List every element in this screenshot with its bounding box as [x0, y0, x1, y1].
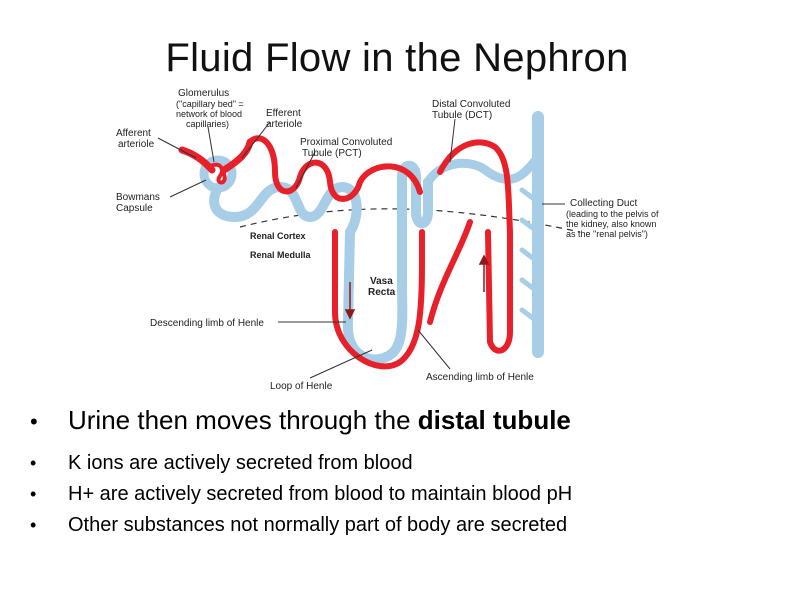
- label-glomerulus: Glomerulus: [178, 88, 229, 99]
- label-descending: Descending limb of Henle: [150, 318, 264, 329]
- label-bowmans-2: Capsule: [116, 203, 153, 214]
- flow-arrows: [344, 254, 490, 320]
- bullet-dot: •: [30, 484, 37, 504]
- main-bullet-text: Urine then moves through the distal tubu…: [68, 405, 571, 436]
- efferent-arteriole-path: [220, 138, 254, 174]
- main-bullet-bold: distal tubule: [417, 405, 571, 435]
- diagram-labels: Glomerulus ("capillary bed" = network of…: [116, 88, 659, 392]
- label-efferent-1: Efferent: [266, 108, 301, 119]
- leader-glomerulus: [207, 126, 215, 163]
- dct-capillary-path: [437, 139, 513, 354]
- proximal-tubule-path: [209, 182, 362, 237]
- sub-bullet-text: K ions are actively secreted from blood: [68, 452, 413, 474]
- leader-ascending: [417, 329, 451, 370]
- up-arrow-head: [478, 254, 490, 265]
- label-dct-1: Distal Convoluted: [432, 99, 510, 110]
- label-glomerulus-desc-3: capillaries): [186, 119, 229, 129]
- label-pct-1: Proximal Convoluted: [300, 137, 392, 148]
- leader-bowmans: [169, 179, 207, 198]
- bullet-dot: •: [30, 453, 37, 473]
- label-collecting-1: Collecting Duct: [570, 198, 637, 209]
- nephron-diagram: Glomerulus ("capillary bed" = network of…: [116, 88, 659, 392]
- label-loop: Loop of Henle: [270, 381, 333, 392]
- label-medulla: Renal Medulla: [250, 250, 312, 260]
- sub-bullet-list: • K ions are actively secreted from bloo…: [30, 452, 770, 545]
- down-arrow-head: [344, 309, 356, 320]
- label-pct-2: Tubule (PCT): [302, 148, 362, 159]
- bullet-list: • Urine then moves through the distal tu…: [30, 405, 770, 545]
- label-dct-2: Tubule (DCT): [432, 110, 492, 121]
- label-collecting-4: as the "renal pelvis"): [566, 229, 648, 239]
- leader-efferent: [241, 121, 271, 159]
- slide-title: Fluid Flow in the Nephron: [165, 36, 629, 80]
- label-afferent-1: Afferent: [116, 128, 151, 139]
- sub-bullet-text: Other substances not normally part of bo…: [68, 514, 568, 536]
- label-afferent-2: arteriole: [118, 139, 155, 150]
- bullet-dot: •: [30, 409, 38, 434]
- blood-vessels: [178, 135, 513, 370]
- leader-pct: [295, 151, 316, 189]
- collecting-duct-branches: [519, 187, 541, 325]
- label-collecting-2: (leading to the pelvis of: [566, 209, 659, 219]
- loop-of-henle-path: [381, 160, 433, 362]
- bullet-dot: •: [30, 515, 37, 535]
- peritubular-capillary-path: [247, 135, 423, 202]
- label-collecting-3: the kidney, also known: [566, 219, 656, 229]
- efferent-loop-path: [427, 219, 473, 325]
- vasa-recta-path: [332, 229, 425, 370]
- cortex-medulla-boundary: [239, 208, 581, 233]
- label-glomerulus-desc-2: network of blood: [176, 109, 242, 119]
- leader-lines: [157, 118, 565, 379]
- label-ascending: Ascending limb of Henle: [426, 372, 534, 383]
- label-vasa-2: Recta: [368, 287, 396, 298]
- main-bullet-prefix: Urine then moves through the: [68, 405, 418, 435]
- sub-bullet: • K ions are actively secreted from bloo…: [30, 452, 770, 483]
- glomerulus-capillaries: [206, 162, 227, 185]
- label-efferent-2: arteriole: [266, 119, 303, 130]
- leader-dct: [449, 118, 456, 163]
- label-vasa-1: Vasa: [370, 276, 393, 287]
- leader-loop: [309, 349, 373, 379]
- sub-bullet-text: H+ are actively secreted from blood to m…: [68, 483, 573, 505]
- label-cortex: Renal Cortex: [250, 231, 306, 241]
- sub-bullet: • Other substances not normally part of …: [30, 514, 770, 545]
- label-bowmans-1: Bowmans: [116, 192, 160, 203]
- sub-bullet: • H+ are actively secreted from blood to…: [30, 483, 770, 514]
- main-bullet: • Urine then moves through the distal tu…: [30, 405, 770, 436]
- label-glomerulus-desc-1: ("capillary bed" =: [176, 99, 244, 109]
- leader-afferent: [157, 137, 197, 159]
